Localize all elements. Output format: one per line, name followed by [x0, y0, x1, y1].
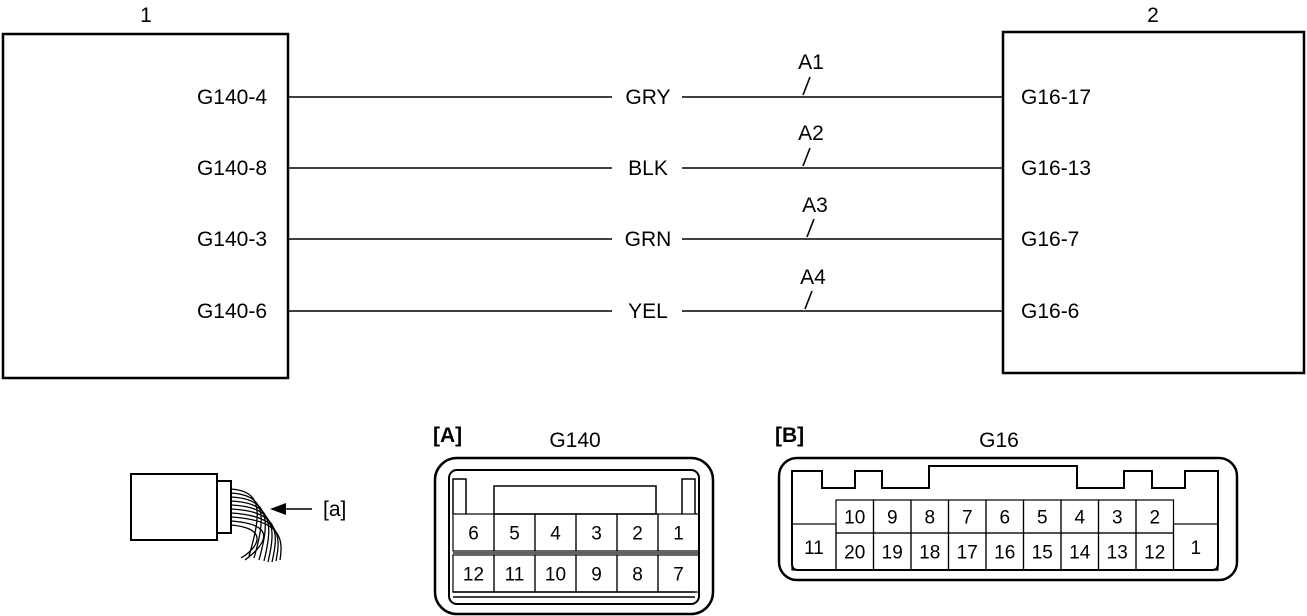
- connector-a-pin-label: 10: [545, 565, 566, 586]
- connector-a-pin-label: 4: [550, 524, 561, 545]
- connector-b-pin-label: 8: [924, 508, 935, 529]
- harness-illustration: [a]: [130, 473, 346, 563]
- connector-a-pin-label: 6: [468, 524, 479, 545]
- wire-id-label: A1: [798, 51, 824, 74]
- connector-a-pin-label: 5: [509, 524, 520, 545]
- left-pin-label: G140-4: [197, 86, 267, 109]
- wire-color-label: GRN: [625, 228, 672, 251]
- harness-connector-collar: [216, 480, 232, 534]
- connector-a-latch: [452, 478, 696, 515]
- connector-a-pin-grid: 6 5 4 3 2 1 12 11 10 9 8 7: [452, 513, 700, 593]
- wire-a1: G140-4 GRY A1 G16-17: [197, 51, 1091, 109]
- wire-color-label: GRY: [625, 86, 670, 109]
- connector-b-pin-label: 2: [1149, 508, 1160, 529]
- wire-id-leader: [802, 76, 811, 96]
- component-2-number: 2: [1147, 4, 1159, 27]
- wire-a4: G140-6 YEL A4 G16-6: [197, 266, 1079, 323]
- connector-b-name: G16: [979, 429, 1019, 452]
- connector-a-pin-label: 8: [632, 565, 643, 586]
- connector-a-bottom-lines: [453, 591, 695, 598]
- wire-color-label: YEL: [628, 300, 668, 323]
- harness-arrow-head: [270, 503, 286, 515]
- wire-color-label: BLK: [628, 157, 668, 180]
- connector-b-pin-label: 4: [1074, 508, 1085, 529]
- connector-b-pin-label: 19: [882, 543, 903, 564]
- wire-id-leader: [806, 218, 815, 238]
- right-pin-label: G16-17: [1021, 86, 1091, 109]
- left-pin-label: G140-3: [197, 228, 267, 251]
- connector-b-pin-label: 1: [1190, 538, 1201, 559]
- connector-a-pin-label: 1: [673, 524, 684, 545]
- connector-b-outer: [777, 456, 1239, 582]
- component-1-box: [1, 32, 290, 380]
- wire-id-label: A4: [800, 266, 826, 289]
- connector-b-tag: [B]: [775, 424, 804, 447]
- connector-a-pin-cell: [657, 513, 700, 552]
- connector-b-pin-label: 18: [919, 543, 940, 564]
- connector-a-tag: [A]: [433, 424, 462, 447]
- connector-b-pin-label: 13: [1107, 543, 1128, 564]
- connector-b-pin-label: 16: [994, 543, 1015, 564]
- wire-id-leader: [804, 290, 813, 310]
- component-1-number: 1: [140, 4, 152, 27]
- connector-a-pin-label: 12: [463, 565, 484, 586]
- connector-b-pin-label: 3: [1112, 508, 1123, 529]
- connector-b-pin-label: 5: [1037, 508, 1048, 529]
- connector-b-pin-label: 9: [887, 508, 898, 529]
- wire-a2: G140-8 BLK A2 G16-13: [197, 122, 1091, 180]
- connector-b-pin-cell: [1172, 523, 1219, 571]
- connector-b-pin-label: 17: [957, 543, 978, 564]
- connector-b-pin-label: 6: [999, 508, 1010, 529]
- connector-a-outer: [433, 456, 715, 616]
- connector-b-pin-label: 15: [1032, 543, 1053, 564]
- connector-a-pin-label: 7: [673, 565, 684, 586]
- connector-a-pin-label: 11: [505, 565, 525, 586]
- harness-view-label: [a]: [323, 498, 346, 521]
- connector-a-name: G140: [549, 429, 600, 452]
- connector-a-pin-label: 2: [632, 524, 643, 545]
- wire-id-leader: [802, 147, 811, 167]
- harness-connector-body: [130, 473, 218, 541]
- harness-wires: [230, 488, 282, 563]
- wire-id-label: A2: [798, 122, 824, 145]
- wire-a3: G140-3 GRN A3 G16-7: [197, 194, 1079, 251]
- connector-b-pin-label: 12: [1144, 543, 1165, 564]
- right-pin-label: G16-7: [1021, 228, 1079, 251]
- connector-b-pin-label: 11: [804, 538, 824, 559]
- connector-a: [A] G140 6 5 4 3 2 1 12 11 10 9 8 7: [433, 424, 715, 616]
- connector-b-pin-label: 20: [844, 543, 865, 564]
- connector-b-pin-label: 7: [962, 508, 973, 529]
- connector-b-pin-label: 10: [844, 508, 865, 529]
- left-pin-label: G140-6: [197, 300, 267, 323]
- connector-b-pin-cell: [791, 523, 837, 571]
- connector-a-pin-label: 3: [591, 524, 602, 545]
- connector-b-pin-label: 14: [1069, 543, 1091, 564]
- connector-a-inner: [448, 469, 700, 605]
- left-pin-label: G140-8: [197, 157, 267, 180]
- right-pin-label: G16-6: [1021, 300, 1079, 323]
- right-pin-label: G16-13: [1021, 157, 1091, 180]
- component-2-box: [1001, 30, 1306, 375]
- wire-id-label: A3: [802, 194, 828, 217]
- connector-a-pin-label: 9: [591, 565, 602, 586]
